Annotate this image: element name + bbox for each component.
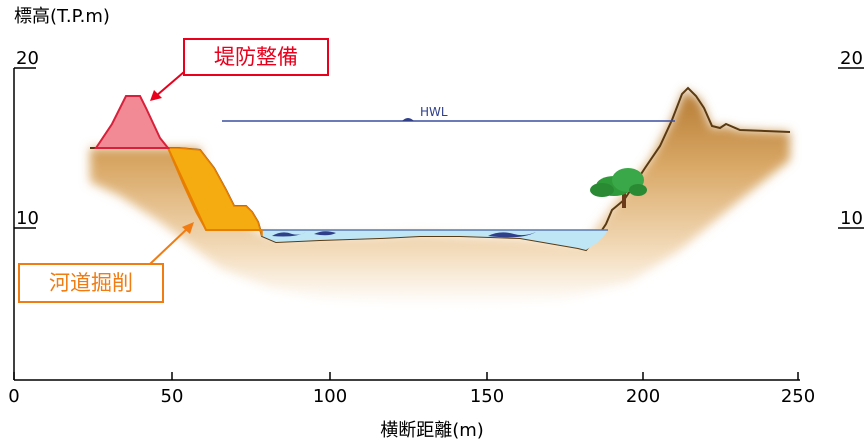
water [262, 230, 608, 250]
x-tick-label-150: 150 [470, 386, 504, 407]
hwl-label: HWL [420, 105, 448, 119]
levee-callout: 堤防整備 [183, 38, 329, 76]
water-patch [272, 232, 306, 237]
y-tick-label-20-left: 20 [16, 48, 39, 69]
dredging-line [167, 147, 262, 231]
dredging-callout-arrow [149, 222, 194, 265]
x-axis-title: 横断距離(m) [380, 420, 484, 441]
tree-icon [590, 168, 647, 208]
y-tick-label-10-right: 10 [840, 208, 863, 229]
hwl-marker-icon [402, 118, 414, 121]
water-patch [488, 232, 536, 238]
x-tick-label-250: 250 [781, 386, 815, 407]
water-patch [314, 231, 336, 236]
y-tick-label-10-left: 10 [16, 208, 39, 229]
levee [94, 95, 171, 149]
levee-callout-arrow [150, 71, 185, 101]
x-tick-label-100: 100 [313, 386, 347, 407]
x-tick-label-50: 50 [161, 386, 184, 407]
x-tick-label-0: 0 [8, 386, 19, 407]
x-tick-label-200: 200 [626, 386, 660, 407]
levee-callout-text: 堤防整備 [214, 44, 298, 69]
dredging-callout-text: 河道掘削 [49, 270, 133, 295]
y-axis-title: 標高(T.P.m) [14, 6, 110, 27]
ground-body [90, 90, 790, 306]
y-tick-label-20-right: 20 [840, 48, 863, 69]
dredging-callout: 河道掘削 [18, 263, 164, 303]
